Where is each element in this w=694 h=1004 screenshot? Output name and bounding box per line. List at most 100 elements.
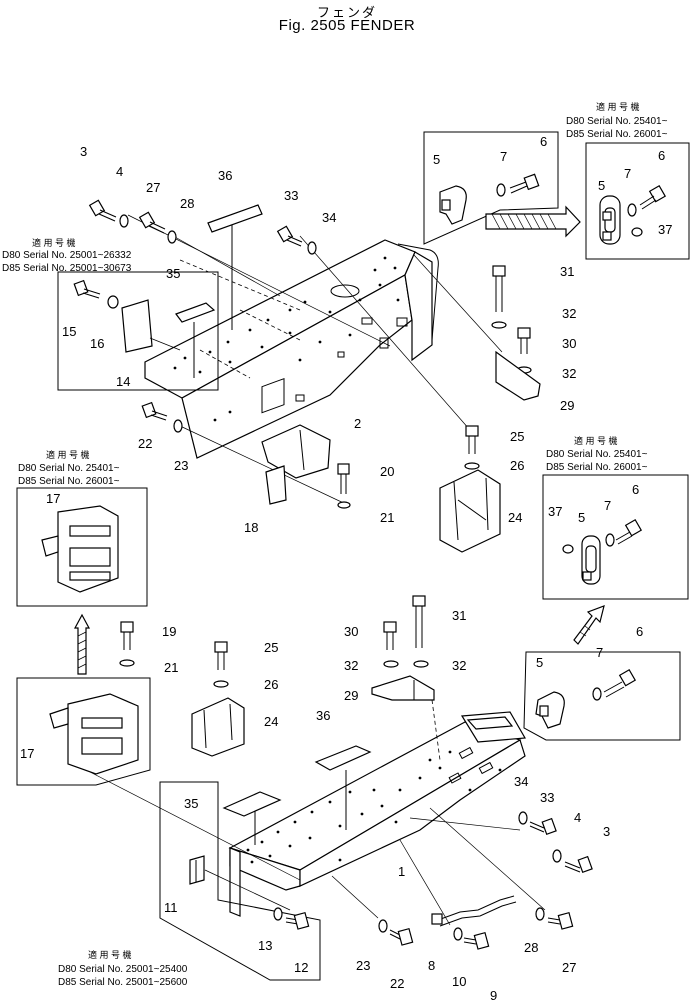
lower-fender-right-face [299,739,526,887]
callout-26-upper: 26 [510,458,524,473]
pad-36-upper [207,204,263,233]
hatched-arrow-diagonal [573,605,605,645]
note-left-heading: 適 用 号 機 [32,237,76,248]
washer-7-right-lower [592,687,602,701]
callout-24-lower: 24 [264,714,278,729]
callout-16: 16 [90,336,104,351]
callout-22-upper: 22 [138,436,152,451]
upper-slot-d [379,337,389,349]
striped-arrow-right [485,205,581,238]
bolt-15 [73,279,101,299]
washer-4-lower [552,849,562,863]
callout-31-upper: 31 [560,264,574,279]
bolt-25-lower [214,641,228,670]
washer-7-top-right [627,203,637,217]
bracket-18 [261,424,331,505]
note-right-mid-line2: D85 Serial No. 26001~ [546,462,648,473]
bolt-6-top-right [639,184,667,210]
callout-32-lower-b: 32 [452,658,466,673]
variant-box-top-right [585,142,690,260]
callout-35-lower: 35 [184,796,198,811]
nut-37-right-mid [562,544,574,554]
callout-5-top-center: 5 [433,152,440,167]
variant-box-17-lower [16,677,151,786]
callout-36-upper: 36 [218,168,232,183]
washer-23-upper [173,419,183,433]
washer-32-lower-a [383,660,399,668]
bolt-3-lower [564,855,593,874]
bracket-24-lower [191,697,245,757]
variant-box-17-upper [16,487,148,607]
callout-27-lower: 27 [562,960,576,975]
note-bottom-line1: D80 Serial No. 25001~25400 [58,964,188,975]
note-top-right-line2: D85 Serial No. 26001~ [566,129,668,140]
variant-box-right-lower [523,651,681,741]
callout-21-upper: 21 [380,510,394,525]
serial-notes: 適 用 号 機 D80 Serial No. 25401~ D85 Serial… [2,101,668,988]
washer-21-upper [337,501,351,509]
bracket-14 [121,299,153,353]
latch-5-top-center [439,185,467,225]
washer-28-upper [167,230,177,244]
note-left-line2: D85 Serial No. 25001~30673 [2,263,132,274]
latch-5-right-lower [535,691,565,729]
callout-25-lower: 25 [264,640,278,655]
figure-title: Fig. 2505 FENDER [278,17,416,34]
bolt-20 [337,463,350,494]
note-left-mid-line2: D85 Serial No. 26001~ [18,476,120,487]
bracket-29-upper [495,350,541,401]
link-5-top-right [599,195,621,245]
bracket-8 [431,895,517,927]
variant-box-right-mid [542,474,689,600]
lower-fender-assembly [89,699,546,926]
washer-10 [453,927,463,941]
link-5-right-mid [581,535,601,585]
variant-box-d80-25001-26332 [57,271,219,391]
upper-fender-right-end [404,251,433,362]
bolt-33-upper [276,225,303,247]
washer-7-right-mid [605,533,615,547]
callout-19: 19 [162,624,176,639]
callout-6-top-right: 6 [658,148,665,163]
callout-7-top-right: 7 [624,166,631,181]
bolt-30-lower [383,621,397,650]
washer-16 [107,295,119,309]
bracket-29-lower [371,675,435,701]
callout-28-upper: 28 [180,196,194,211]
callout-15: 15 [62,324,76,339]
bolt-27-upper [138,211,166,234]
callout-33-upper: 33 [284,188,298,203]
callout-23-upper: 23 [174,458,188,473]
callout-21-lower: 21 [164,660,178,675]
plate-11 [189,855,205,885]
washer-23-lower [378,919,388,933]
figure-title-japanese: フェンダ [316,5,377,20]
callout-32-upper-b: 32 [562,366,576,381]
variant-box-5-7-6-top-center [423,131,559,245]
callout-7-right-lower: 7 [596,645,603,660]
callout-5-right-lower: 5 [536,655,543,670]
callout-14: 14 [116,374,130,389]
bolt-27-lower [547,911,574,930]
bracket-17-lower [49,693,139,775]
pad-36-lower [314,745,372,771]
washer-34-upper [307,241,317,255]
callout-2: 2 [354,416,361,431]
note-top-right-line1: D80 Serial No. 25401~ [566,116,668,127]
washer-34-lower [518,811,528,825]
callout-29-upper: 29 [560,398,574,413]
note-right-mid-heading: 適 用 号 機 [574,435,618,446]
callout-36-lower: 36 [316,708,330,723]
pad-35-lower [222,791,282,817]
callout-13: 13 [258,938,272,953]
bolt-9 [463,931,490,950]
upper-fender-assembly [127,214,503,507]
bracket-24-upper [439,469,501,553]
washer-32-lower-b [413,660,429,668]
callout-30-upper: 30 [562,336,576,351]
callout-1: 1 [398,864,405,879]
washer-21-lower [119,659,135,667]
callout-27-upper: 27 [146,180,160,195]
callout-35-upper: 35 [166,266,180,281]
